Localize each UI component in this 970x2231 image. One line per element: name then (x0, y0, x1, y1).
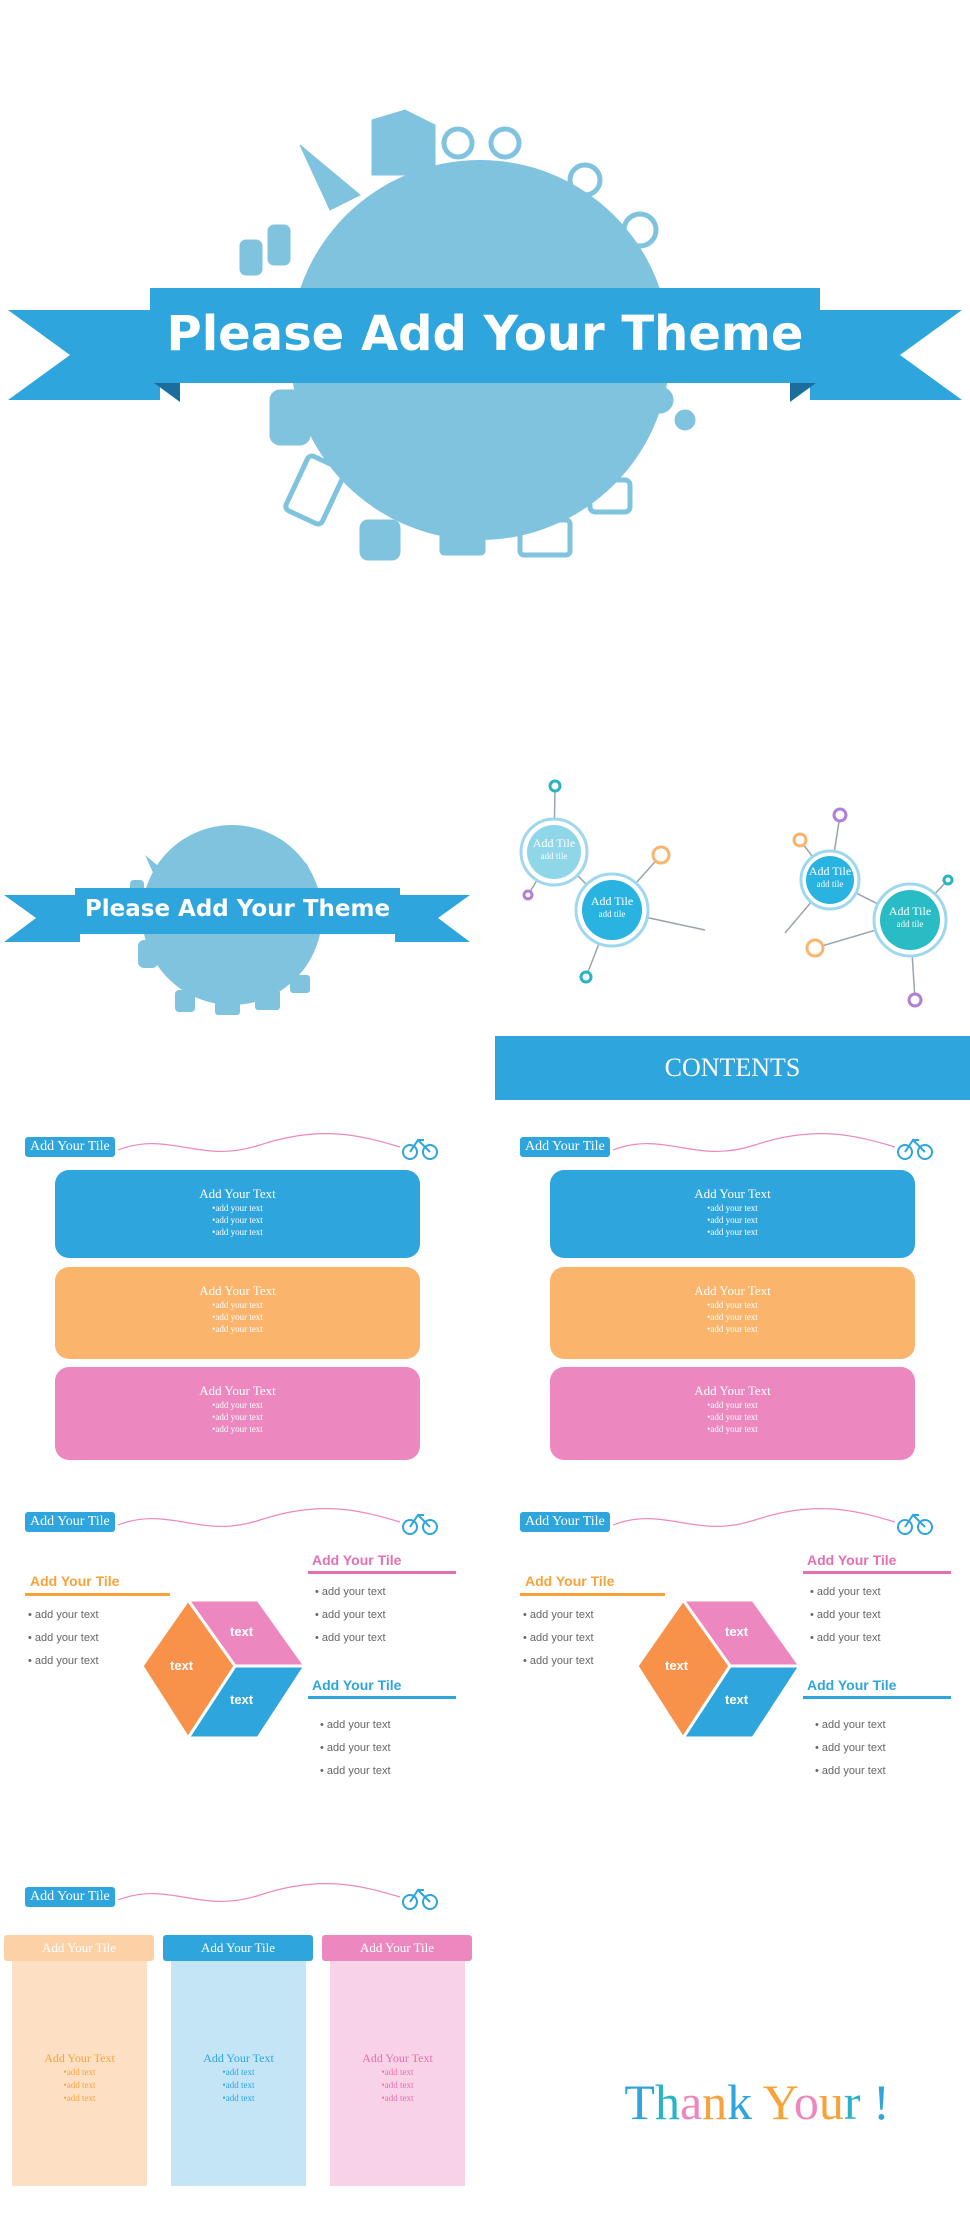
thanks-slide: Thank Your ! (495, 1875, 970, 2205)
card-orange: Add Your Text •add your text •add your t… (55, 1267, 420, 1359)
cube-slide-right: Add Your Tile Add Your Tile • add your t… (495, 1500, 970, 1800)
card-blue: Add Your Text •add your text •add your t… (55, 1170, 420, 1258)
top-right-section-title: Add Your Tile (807, 1552, 897, 1568)
cube-face-label: text (170, 1658, 194, 1673)
column-body-blue: Add Your Text •add text •add text •add t… (171, 1961, 306, 2186)
column-slide: Add Your Tile Add Your Tile Add Your Tex… (0, 1875, 485, 2205)
slide-tag: Add Your Tile (25, 1887, 115, 1907)
node-circle (806, 856, 854, 904)
tower-icon (299, 144, 361, 211)
top-right-underline (803, 1571, 951, 1574)
contents-slide: Add Tile add tile Add Tile add tile Add … (490, 770, 970, 1100)
network-diagram (519, 779, 954, 1008)
bike-icon (897, 1513, 933, 1535)
cube-slide-left: Add Your Tile Add Your Tile • add your t… (0, 1500, 485, 1800)
top-right-bullets: • add your text • add your text • add yo… (810, 1586, 881, 1644)
bike-icon (402, 1138, 438, 1160)
bike-wheel-icon (488, 126, 522, 160)
wave-line (612, 1508, 933, 1535)
cube-face-label: text (230, 1692, 254, 1707)
slide-tag: Add Your Tile (25, 1137, 115, 1157)
person-icon (239, 239, 263, 276)
bottom-right-underline (803, 1696, 951, 1699)
card-blue: Add Your Text •add your text •add your t… (550, 1170, 915, 1258)
mini-globe-illustration (4, 825, 470, 1015)
top-right-section-title: Add Your Tile (312, 1552, 402, 1568)
left-underline (520, 1593, 665, 1596)
card-orange: Add Your Text •add your text •add your t… (550, 1267, 915, 1359)
bike-icon (897, 1138, 933, 1160)
column-head-pink: Add Your Tile (322, 1935, 472, 1961)
bottom-right-section-title: Add Your Tile (807, 1677, 897, 1693)
hero-title: Please Add Your Theme (166, 306, 804, 362)
android-icon (359, 519, 401, 561)
left-bullets: • add your text • add your text • add yo… (523, 1609, 594, 1667)
node-label: Add Tile add tile (808, 864, 852, 889)
list-slide-left: Add Your Tile Add Your Text •add your te… (0, 1125, 485, 1475)
contents-banner: CONTENTS (495, 1036, 970, 1100)
card-pink: Add Your Text •add your text •add your t… (550, 1367, 915, 1460)
gear-icon (674, 409, 696, 431)
node-circle (880, 890, 940, 950)
column-head-blue: Add Your Tile (163, 1935, 313, 1961)
left-bullets: • add your text • add your text • add yo… (28, 1609, 99, 1667)
mini-hero-title: Please Add Your Theme (84, 896, 391, 922)
hero-slide: Please Add Your Theme (0, 0, 970, 700)
slide-tag: Add Your Tile (520, 1512, 610, 1532)
wave-line (117, 1508, 438, 1535)
slide-tag: Add Your Tile (520, 1137, 610, 1157)
person-icon (267, 224, 291, 266)
column-head-orange: Add Your Tile (4, 1935, 154, 1961)
cube-face-label: text (725, 1624, 749, 1639)
bottom-right-bullets: • add your text • add your text • add yo… (815, 1719, 886, 1777)
house-icon (371, 109, 436, 176)
thank-you-text: Thank Your ! (624, 2074, 890, 2130)
cube-face-label: text (725, 1692, 749, 1707)
left-section-title: Add Your Tile (30, 1573, 120, 1589)
left-underline (25, 1593, 170, 1596)
ribbon-tail-right (810, 310, 962, 400)
hero-globe-illustration (8, 109, 962, 561)
card-pink: Add Your Text •add your text •add your t… (55, 1367, 420, 1460)
cube-graphic (140, 1597, 308, 1741)
mini-hero-slide: Please Add Your Theme (0, 770, 480, 1030)
slide-tag: Add Your Tile (25, 1512, 115, 1532)
top-right-bullets: • add your text • add your text • add yo… (315, 1586, 386, 1644)
node-label: Add Tile add tile (590, 894, 634, 919)
column-body-orange: Add Your Text •add text •add text •add t… (12, 1961, 147, 2186)
node-label: Add Tile add tile (888, 904, 932, 929)
node-circle (582, 880, 642, 940)
node-circle (527, 825, 581, 879)
column-body-pink: Add Your Text •add text •add text •add t… (330, 1961, 465, 2186)
ribbon-band (150, 288, 820, 383)
left-section-title: Add Your Tile (525, 1573, 615, 1589)
ribbon-tail-left (8, 310, 160, 400)
bike-icon (402, 1888, 438, 1910)
cube-graphic (635, 1597, 803, 1741)
bottom-right-underline (308, 1696, 456, 1699)
wave-line (117, 1133, 438, 1160)
cube-face-label: text (230, 1624, 254, 1639)
node-label: Add Tile add tile (532, 836, 576, 861)
bottom-right-section-title: Add Your Tile (312, 1677, 402, 1693)
cube-face-label: text (665, 1658, 689, 1673)
bottom-right-bullets: • add your text • add your text • add yo… (320, 1719, 391, 1777)
bike-wheel-icon (441, 126, 475, 160)
wave-line (612, 1133, 933, 1160)
bike-icon (402, 1513, 438, 1535)
wave-line (117, 1883, 438, 1910)
list-slide-right: Add Your Tile Add Your Text •add your te… (495, 1125, 970, 1475)
top-right-underline (308, 1571, 456, 1574)
